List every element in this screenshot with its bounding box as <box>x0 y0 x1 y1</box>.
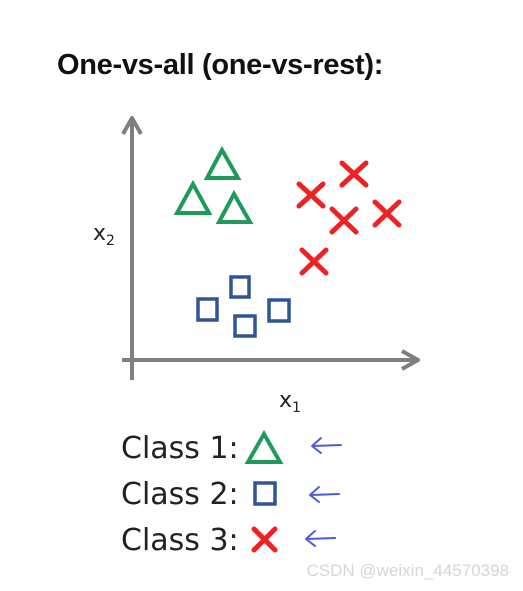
cross-icon <box>372 199 402 228</box>
class1-points <box>173 145 254 224</box>
triangle-icon <box>215 189 254 224</box>
cross-icon <box>299 247 329 276</box>
y-axis-arrowhead <box>121 116 143 135</box>
square-icon <box>233 314 257 338</box>
square-icon <box>229 275 251 299</box>
square-icon <box>196 297 219 322</box>
triangle-icon <box>244 429 284 464</box>
legend-label-class3: Class 3: <box>121 522 239 558</box>
legend-class2: Class 2: <box>121 474 239 514</box>
diagram-title: One-vs-all (one-vs-rest): <box>57 49 384 81</box>
triangle-icon <box>203 145 242 180</box>
watermark: CSDN @weixin_44570398 <box>306 561 509 580</box>
left-arrow-icon <box>305 530 336 547</box>
y-axis-label: x2 <box>93 221 115 249</box>
left-arrow-icon <box>309 486 340 503</box>
class2-points <box>196 275 291 338</box>
square-icon <box>267 298 291 323</box>
square-icon <box>253 481 277 506</box>
left-arrow-icon <box>311 437 342 454</box>
x-axis-label: x1 <box>279 388 301 416</box>
cross-icon <box>296 181 326 209</box>
class3-points <box>296 160 402 276</box>
legend-class3: Class 3: <box>121 520 239 560</box>
legend-class1: Class 1: <box>121 428 239 468</box>
cross-icon <box>251 526 278 553</box>
legend-label-class1: Class 1: <box>121 430 239 466</box>
cross-icon <box>339 160 369 188</box>
legend-label-class2: Class 2: <box>121 476 239 512</box>
x-axis-arrowhead <box>401 349 420 371</box>
triangle-icon <box>173 179 213 215</box>
cross-icon <box>329 206 359 235</box>
